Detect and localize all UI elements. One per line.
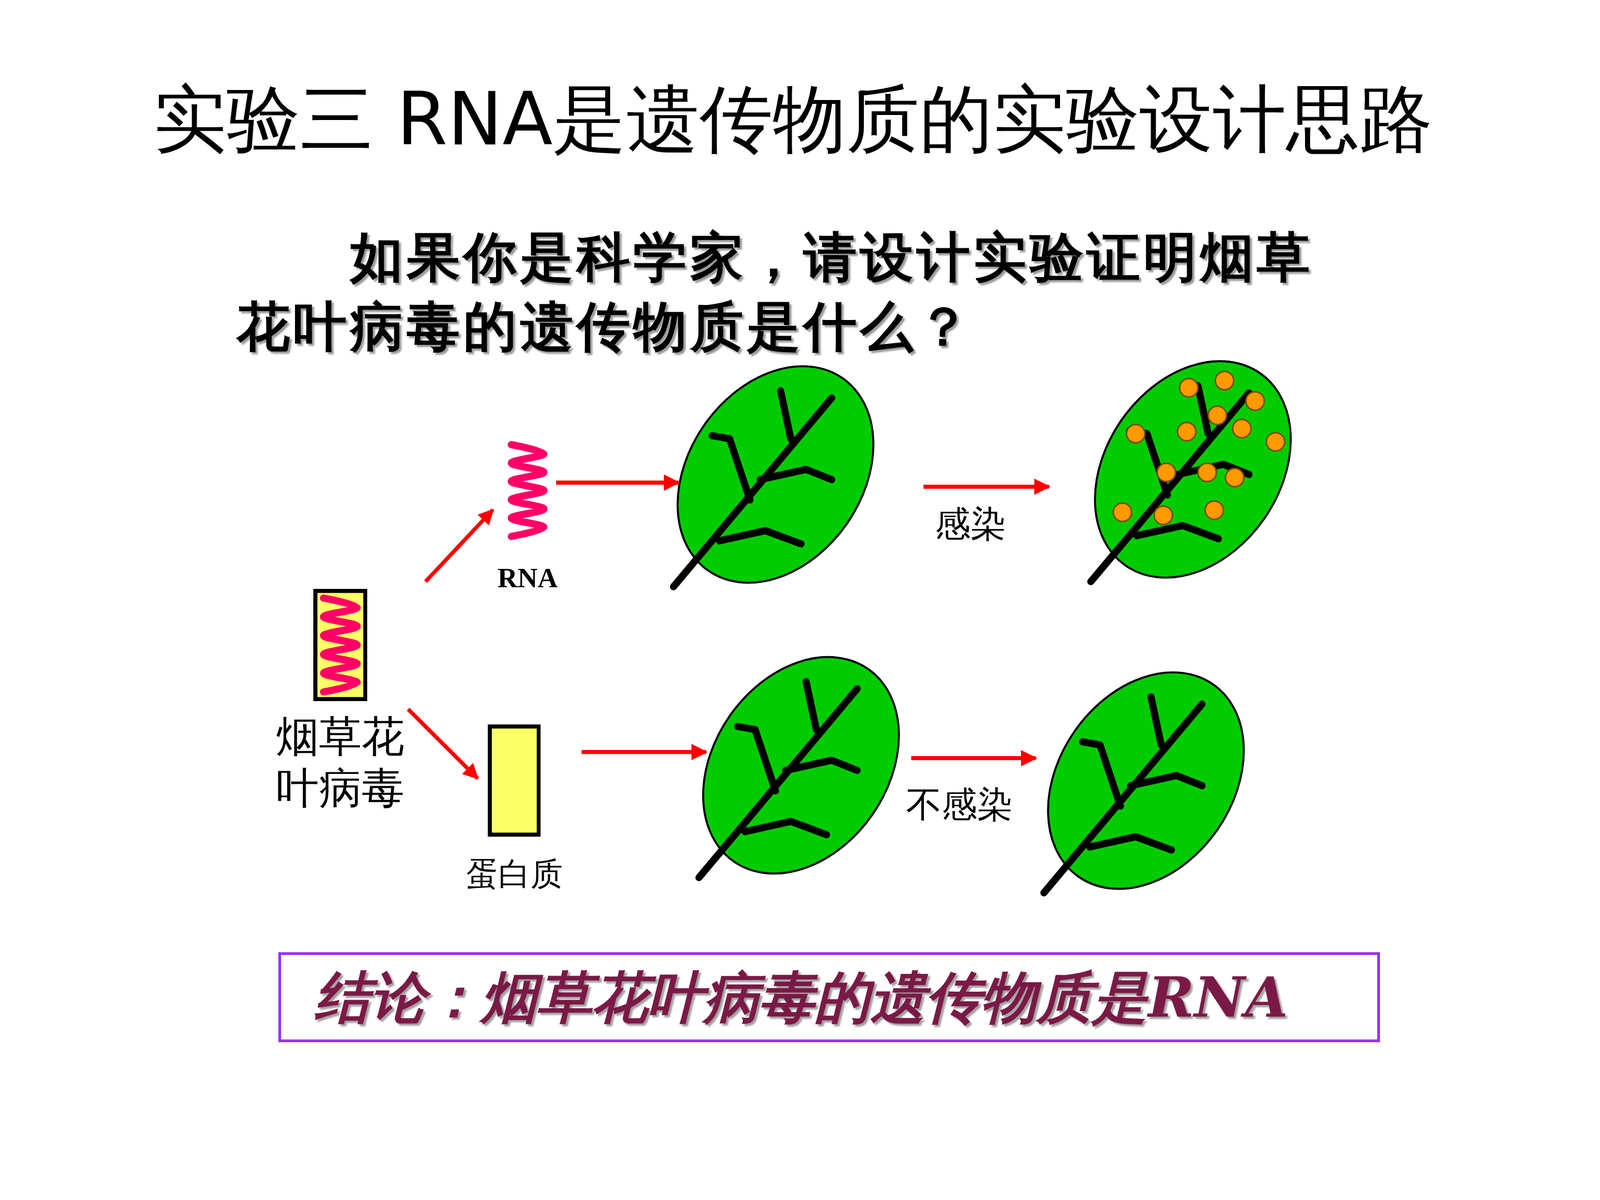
conclusion-box: 结论：烟草花叶病毒的遗传物质是RNA xyxy=(278,952,1380,1043)
rna-symbol xyxy=(507,440,548,541)
protein-node: 蛋白质 xyxy=(466,724,563,894)
lesion-spots xyxy=(1113,371,1285,525)
protein-symbol xyxy=(487,724,542,837)
rna-strand xyxy=(323,597,358,692)
virus-symbol xyxy=(313,588,368,702)
arrow-connector xyxy=(408,709,478,779)
apply-arrow xyxy=(581,750,707,754)
leaf xyxy=(637,328,914,621)
node-label: 结论：烟草花叶病毒的遗传物质是RNA xyxy=(314,963,1288,1031)
process-arrows xyxy=(556,482,1049,759)
result-arrow xyxy=(911,756,1036,760)
protein-coat xyxy=(490,726,539,835)
node-label: RNA xyxy=(497,561,558,595)
question-text: 如果你是科学家，请设计实验证明烟草花叶病毒的遗传物质是什么？ xyxy=(236,222,1343,362)
apply-arrow xyxy=(556,480,679,485)
healthy-leaf xyxy=(1007,635,1285,927)
node-label: 烟草花 叶病毒 xyxy=(270,711,412,814)
rna-node: RNA xyxy=(497,440,558,595)
slide-title: 实验三 RNA是遗传物质的实验设计思路 xyxy=(153,75,1433,163)
arrow-connector xyxy=(425,510,493,582)
leaf xyxy=(662,619,940,912)
protein-coat xyxy=(315,590,366,699)
rna-strand xyxy=(511,445,544,537)
result-arrow xyxy=(923,484,1049,489)
node-label: 蛋白质 xyxy=(466,855,563,894)
infection-label: 感染 xyxy=(935,502,1007,546)
virus-node: 烟草花 叶病毒 xyxy=(270,588,412,814)
infected-leaf xyxy=(1054,323,1332,615)
infection-label: 不感染 xyxy=(906,783,1013,827)
